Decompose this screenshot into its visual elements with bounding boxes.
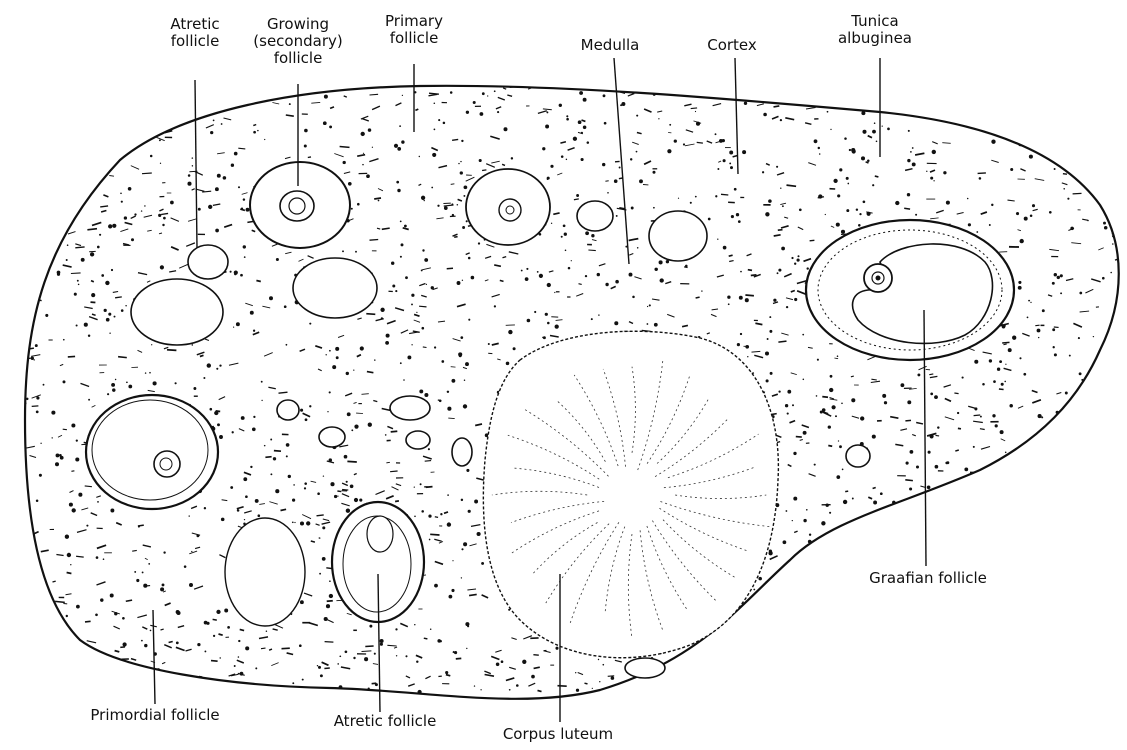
label-line: Primordial follicle: [55, 707, 255, 724]
atretic-follicle-top: [188, 245, 228, 279]
label-line: Primary: [368, 13, 460, 30]
label-line: follicle: [238, 50, 358, 67]
label-line: Cortex: [686, 37, 778, 54]
label-tunica-albuginea: Tunica albuginea: [820, 13, 930, 47]
label-primary-follicle: Primary follicle: [368, 13, 460, 47]
label-line: Atretic: [155, 16, 235, 33]
label-line: follicle: [155, 33, 235, 50]
label-growing-follicle: Growing (secondary) follicle: [238, 16, 358, 67]
label-corpus-luteum: Corpus luteum: [478, 726, 638, 743]
growing-follicle: [250, 162, 350, 248]
label-cortex: Cortex: [686, 37, 778, 54]
label-line: Tunica: [820, 13, 930, 30]
label-graafian-follicle: Graafian follicle: [838, 570, 1018, 587]
label-line: Medulla: [560, 37, 660, 54]
graafian-follicle: [806, 220, 1014, 360]
label-atretic-follicle-top: Atretic follicle: [155, 16, 235, 50]
label-line: follicle: [368, 30, 460, 47]
secondary-follicle-left: [86, 395, 218, 509]
corpus-luteum: [483, 331, 778, 657]
primary-follicle: [466, 169, 550, 245]
label-line: (secondary): [238, 33, 358, 50]
label-line: albuginea: [820, 30, 930, 47]
label-atretic-follicle-bottom: Atretic follicle: [305, 713, 465, 730]
label-line: Graafian follicle: [838, 570, 1018, 587]
label-line: Corpus luteum: [478, 726, 638, 743]
label-line: Growing: [238, 16, 358, 33]
label-medulla: Medulla: [560, 37, 660, 54]
label-primordial-follicle: Primordial follicle: [55, 707, 255, 724]
atretic-follicle-bottom: [225, 502, 424, 626]
label-line: Atretic follicle: [305, 713, 465, 730]
